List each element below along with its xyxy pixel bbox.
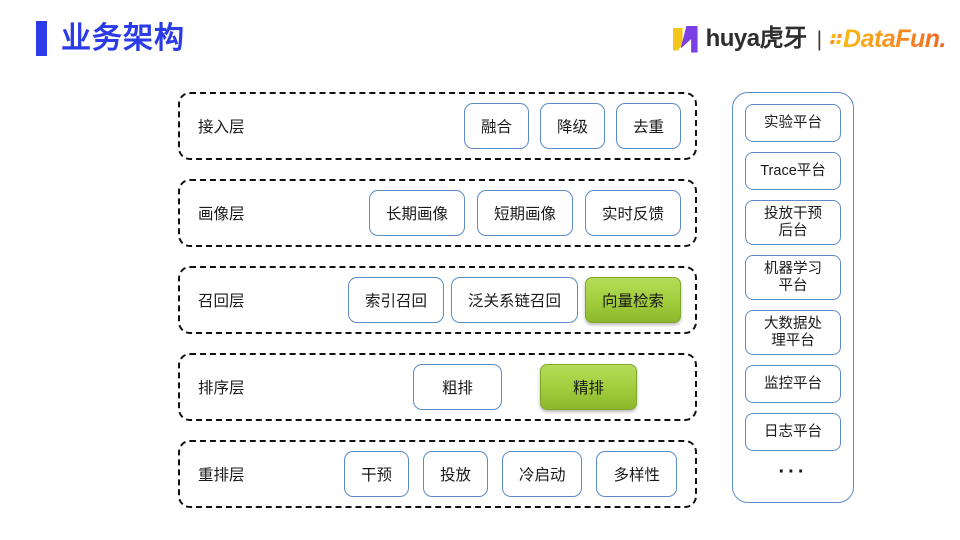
- layer-row-rerank: 重排层 干预 投放 冷启动 多样性: [178, 440, 697, 508]
- platform-item[interactable]: 实验平台: [745, 104, 841, 142]
- node-box[interactable]: 冷启动: [501, 451, 583, 497]
- node-box[interactable]: 粗排: [412, 364, 502, 410]
- node-box[interactable]: 索引召回: [347, 277, 444, 323]
- layer-label: 重排层: [198, 467, 245, 484]
- page-title-text: 业务架构: [61, 21, 185, 55]
- layer-node-group: 索引召回 泛关系链召回 向量检索: [347, 277, 681, 323]
- node-box[interactable]: 去重: [615, 103, 681, 149]
- node-box[interactable]: 融合: [463, 103, 529, 149]
- node-box-highlighted[interactable]: 向量检索: [584, 277, 681, 323]
- platform-item[interactable]: 投放干预 后台: [745, 200, 841, 245]
- datafun-dots-icon: [829, 34, 843, 44]
- layer-node-group: 粗排 精排: [412, 364, 637, 410]
- layer-row-access: 接入层 融合 降级 去重: [178, 92, 697, 160]
- platform-more-ellipsis: ···: [778, 461, 808, 483]
- layer-label: 排序层: [198, 380, 245, 397]
- huya-logo-icon: [672, 25, 699, 53]
- page-title: 业务架构: [36, 21, 185, 56]
- architecture-layers: 接入层 融合 降级 去重 画像层 长期画像 短期画像 实时反馈 召回层 索引召回…: [178, 92, 697, 508]
- node-box[interactable]: 干预: [343, 451, 409, 497]
- platform-panel: 实验平台 Trace平台 投放干预 后台 机器学习 平台 大数据处 理平台 监控…: [732, 92, 854, 503]
- layer-row-profile: 画像层 长期画像 短期画像 实时反馈: [178, 179, 697, 247]
- platform-item[interactable]: 机器学习 平台: [745, 255, 841, 300]
- node-box[interactable]: 多样性: [596, 451, 677, 497]
- layer-label: 召回层: [198, 293, 245, 310]
- platform-item[interactable]: Trace平台: [745, 152, 841, 190]
- layer-label: 接入层: [198, 119, 245, 136]
- huya-wordmark: huya虎牙: [705, 25, 808, 52]
- page-header: 业务架构 huya虎牙 | DataFun.: [0, 0, 960, 78]
- brand-logos: huya虎牙 | DataFun.: [672, 22, 946, 56]
- node-box[interactable]: 实时反馈: [584, 190, 681, 236]
- platform-item[interactable]: 大数据处 理平台: [745, 310, 841, 355]
- node-box[interactable]: 投放: [422, 451, 488, 497]
- brand-separator: |: [816, 27, 823, 51]
- layer-node-group: 融合 降级 去重: [463, 103, 681, 149]
- layer-row-recall: 召回层 索引召回 泛关系链召回 向量检索: [178, 266, 697, 334]
- node-box[interactable]: 降级: [539, 103, 605, 149]
- layer-label: 画像层: [198, 206, 245, 223]
- node-box[interactable]: 泛关系链召回: [450, 277, 578, 323]
- layer-node-group: 干预 投放 冷启动 多样性: [343, 451, 677, 497]
- platform-item[interactable]: 监控平台: [745, 365, 841, 403]
- datafun-logo: DataFun.: [829, 24, 946, 53]
- node-box[interactable]: 短期画像: [476, 190, 573, 236]
- datafun-wordmark: DataFun.: [843, 24, 946, 53]
- layer-row-ranking: 排序层 粗排 精排: [178, 353, 697, 421]
- title-accent-bar: [36, 21, 47, 56]
- layer-node-group: 长期画像 短期画像 实时反馈: [368, 190, 681, 236]
- node-box-highlighted[interactable]: 精排: [539, 364, 637, 410]
- platform-item[interactable]: 日志平台: [745, 413, 841, 451]
- node-box[interactable]: 长期画像: [368, 190, 465, 236]
